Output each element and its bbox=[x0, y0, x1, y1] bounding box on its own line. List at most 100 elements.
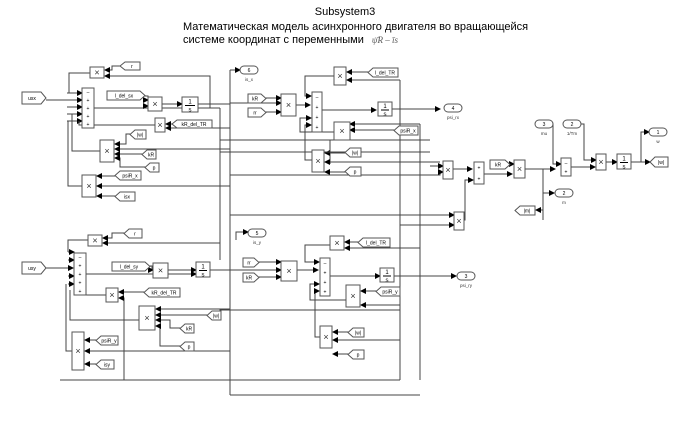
product-block[interactable]: × bbox=[81, 174, 97, 198]
product-symbol: × bbox=[94, 68, 99, 78]
sum-block[interactable]: –+++ bbox=[311, 91, 323, 133]
tag-block[interactable]: kR bbox=[141, 149, 157, 160]
sum-sign: + bbox=[324, 289, 327, 295]
product-block[interactable]: × bbox=[99, 139, 115, 163]
tag-frame bbox=[111, 261, 151, 272]
product-symbol: × bbox=[350, 291, 355, 301]
tag-block[interactable]: r bbox=[119, 61, 141, 71]
tag-block[interactable]: psiR_y bbox=[95, 335, 119, 346]
signal-line bbox=[464, 177, 474, 221]
tag-block[interactable]: psiR_x bbox=[114, 170, 142, 181]
product-block[interactable]: × bbox=[311, 149, 325, 173]
product-block[interactable]: × bbox=[442, 160, 454, 180]
tag-block[interactable]: usx bbox=[21, 91, 47, 105]
tag-block[interactable]: kR bbox=[247, 93, 267, 104]
product-symbol: × bbox=[598, 157, 603, 167]
integrator-block[interactable]: 1s bbox=[616, 153, 632, 171]
product-block[interactable]: × bbox=[71, 331, 85, 371]
product-block[interactable]: × bbox=[154, 117, 166, 133]
product-block[interactable]: × bbox=[138, 305, 156, 331]
port-block[interactable]: 3mu bbox=[534, 119, 554, 136]
tag-block[interactable]: |w| bbox=[344, 147, 362, 158]
tag-block[interactable]: |m| bbox=[514, 205, 536, 216]
product-block-frame bbox=[89, 66, 105, 79]
product-block[interactable]: × bbox=[333, 121, 351, 141]
tag-label: |m| bbox=[524, 209, 531, 215]
port-block[interactable]: 2m bbox=[554, 188, 574, 205]
tag-block[interactable]: |w| bbox=[347, 327, 365, 338]
tag-block[interactable]: l_del_sx bbox=[106, 90, 146, 101]
product-block[interactable]: × bbox=[152, 262, 169, 279]
tag-block[interactable]: l_del_TR bbox=[357, 237, 391, 248]
tag-block[interactable]: kR bbox=[179, 323, 195, 334]
tag-block[interactable]: kR_del_TR bbox=[143, 287, 181, 298]
tag-block[interactable]: p bbox=[179, 341, 195, 352]
product-symbol: × bbox=[157, 120, 162, 130]
tag-frame bbox=[247, 93, 267, 104]
product-block[interactable]: × bbox=[453, 211, 465, 231]
port-frame bbox=[648, 127, 668, 137]
product-block-frame bbox=[280, 93, 297, 117]
integrator-numerator: 1 bbox=[385, 270, 389, 276]
sum-block[interactable]: –+ bbox=[560, 157, 572, 177]
tag-block[interactable]: psiR_x bbox=[393, 125, 419, 136]
signal-line bbox=[304, 244, 330, 265]
product-block[interactable]: × bbox=[319, 325, 333, 349]
product-block[interactable]: × bbox=[345, 284, 361, 308]
tag-block[interactable]: usy bbox=[21, 261, 47, 275]
tag-block[interactable]: rr bbox=[247, 107, 267, 118]
tag-block[interactable]: r bbox=[123, 228, 143, 239]
sum-sign: + bbox=[87, 106, 90, 112]
integrator-block[interactable]: 1s bbox=[377, 101, 393, 118]
tag-block[interactable]: |w| bbox=[129, 129, 147, 140]
tag-frame bbox=[141, 149, 157, 160]
product-block-frame bbox=[81, 174, 97, 198]
product-block[interactable]: × bbox=[87, 234, 103, 247]
product-block[interactable]: × bbox=[280, 93, 297, 117]
port-block[interactable]: 21/Tm bbox=[562, 119, 582, 136]
tag-block[interactable]: |w| bbox=[206, 310, 222, 321]
product-block[interactable]: × bbox=[595, 153, 607, 171]
integrator-block[interactable]: 1s bbox=[181, 96, 199, 114]
signal-line bbox=[104, 73, 211, 108]
product-symbol: × bbox=[323, 332, 328, 342]
tag-block[interactable]: l_del_TR bbox=[367, 67, 399, 78]
tag-block[interactable]: l_del_sy bbox=[111, 261, 151, 272]
product-block[interactable]: × bbox=[147, 96, 163, 112]
product-block[interactable]: × bbox=[513, 159, 526, 179]
integrator-block[interactable]: 1s bbox=[379, 267, 395, 284]
product-block[interactable]: × bbox=[333, 66, 347, 86]
tag-block[interactable]: |w| bbox=[649, 156, 669, 168]
product-block-frame bbox=[138, 305, 156, 331]
sum-block[interactable]: –++++ bbox=[81, 87, 95, 129]
sum-block[interactable]: ++ bbox=[473, 161, 485, 185]
port-block[interactable]: 5is_y bbox=[247, 228, 267, 245]
integrator-block[interactable]: 1s bbox=[195, 261, 211, 279]
sum-sign: – bbox=[316, 95, 319, 101]
tag-block[interactable]: p bbox=[344, 166, 362, 177]
port-number: 6 bbox=[248, 68, 251, 74]
tag-frame bbox=[247, 107, 267, 118]
tag-block[interactable]: isx bbox=[114, 191, 136, 202]
port-name: w bbox=[656, 139, 660, 144]
product-block[interactable]: × bbox=[105, 287, 119, 303]
tag-block[interactable]: p bbox=[347, 349, 365, 360]
tag-block[interactable]: psiR_y bbox=[375, 286, 401, 297]
tag-block[interactable]: kR_del_TR bbox=[171, 119, 213, 129]
sum-block[interactable]: –++++ bbox=[73, 252, 87, 296]
port-block[interactable]: 1w bbox=[648, 127, 668, 144]
product-block[interactable]: × bbox=[89, 66, 105, 79]
tag-block[interactable]: rr bbox=[242, 257, 260, 268]
product-block[interactable]: × bbox=[329, 235, 345, 251]
tag-block[interactable]: isy bbox=[95, 359, 115, 370]
tag-block[interactable]: p bbox=[144, 162, 160, 173]
port-block[interactable]: 6is_x bbox=[239, 65, 259, 82]
product-block[interactable]: × bbox=[280, 260, 298, 282]
sum-block[interactable]: –+++ bbox=[319, 257, 331, 297]
sum-frame bbox=[73, 252, 87, 296]
tag-block[interactable]: kR bbox=[489, 159, 511, 170]
sum-sign: – bbox=[565, 161, 568, 167]
tag-block[interactable]: kR bbox=[242, 272, 260, 283]
